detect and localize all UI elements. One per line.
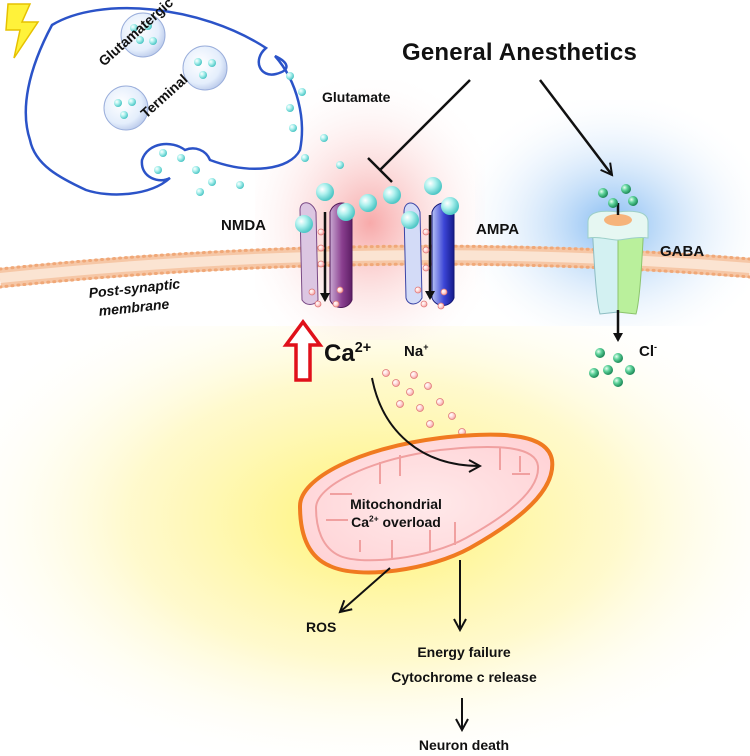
nmda-label: NMDA — [221, 217, 266, 234]
nmda-receptor — [295, 183, 355, 308]
gaba-receptor — [587, 203, 649, 342]
glutamate-label: Glutamate — [322, 89, 391, 105]
anesthetic-activation-arrow — [539, 79, 612, 175]
glutamatergic-terminal-outline — [24, 6, 304, 196]
ros-arrow — [340, 567, 391, 612]
ampa-label: AMPA — [476, 221, 520, 238]
neuron-death-label: Neuron death — [418, 737, 510, 753]
energy-failure-label: Energy failure — [417, 644, 511, 660]
synaptic-vesicles — [103, 12, 228, 131]
mitochondrial-line2: Ca2+ overload — [351, 513, 441, 531]
chloride-ions — [589, 184, 638, 387]
sodium-ion-label: Na+ — [404, 342, 429, 360]
glutamate-molecules — [114, 22, 344, 196]
ampa-receptor — [359, 177, 459, 310]
calcium-increase-arrow-icon — [282, 319, 324, 382]
lightning-bolt-icon — [5, 3, 40, 59]
mitochondrion — [297, 432, 555, 575]
mitochondrial-overload-label: Mitochondrial Ca2+ overload — [336, 496, 456, 531]
ros-label: ROS — [306, 619, 337, 635]
post-synaptic-membrane — [0, 244, 750, 289]
vesicle — [182, 45, 228, 91]
vesicle — [120, 12, 166, 58]
anesthetic-inhibition-line — [367, 79, 471, 183]
calcium-ion-label: Ca2+ — [324, 340, 372, 367]
vesicle — [103, 85, 149, 131]
cytochrome-release-label: Cytochrome c release — [391, 669, 537, 685]
chloride-ion-label: Cl- — [639, 342, 657, 360]
calcium-uptake-arrow — [371, 377, 480, 466]
general-anesthetics-title: General Anesthetics — [402, 39, 637, 66]
gaba-label: GABA — [660, 243, 705, 260]
mitochondrial-line1: Mitochondrial — [350, 496, 442, 512]
